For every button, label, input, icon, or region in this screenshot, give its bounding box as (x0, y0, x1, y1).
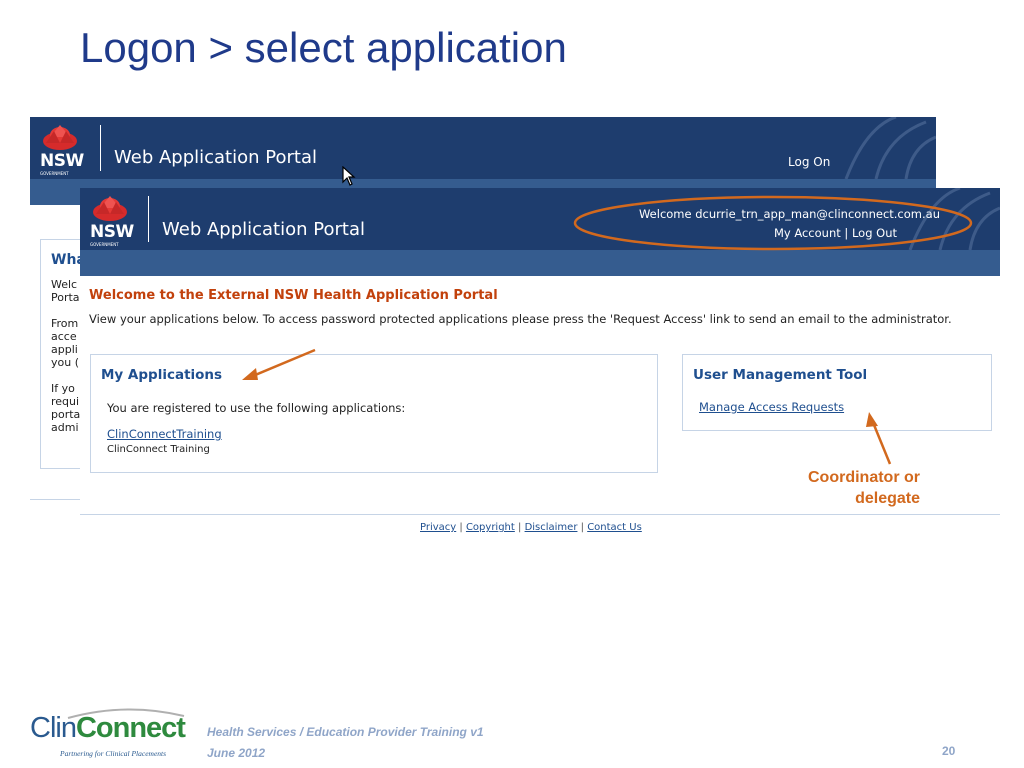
back-panel-line: If yo (51, 382, 75, 395)
slide-title: Logon > select application (80, 24, 567, 71)
user-management-heading: User Management Tool (693, 367, 868, 383)
logo-clin-text: Clin (30, 712, 77, 744)
user-management-panel: User Management Tool Manage Access Reque… (682, 354, 992, 431)
contact-us-link[interactable]: Contact Us (587, 522, 642, 533)
manage-access-requests-link[interactable]: Manage Access Requests (699, 400, 845, 414)
clinconnect-training-link[interactable]: ClinConnectTraining (107, 427, 222, 441)
front-nav-stripe (80, 250, 1000, 276)
log-on-link[interactable]: Log On (788, 155, 831, 169)
coordinator-annotation: Coordinator or delegate (760, 467, 920, 509)
nsw-logo-sub: GOVERNMENT (40, 171, 69, 176)
logo-separator (148, 196, 149, 242)
link-separator: | (844, 226, 849, 240)
coordinator-annotation-line2: delegate (855, 490, 920, 507)
waratah-icon (93, 196, 127, 221)
back-portal-title: Web Application Portal (114, 147, 317, 168)
page-description: View your applications below. To access … (89, 312, 952, 326)
logo-connect-text: Connect (75, 712, 186, 744)
clinconnect-swoosh-icon (67, 708, 185, 719)
back-panel-line: appli (51, 343, 78, 356)
privacy-link[interactable]: Privacy (420, 522, 457, 533)
course-title: Health Services / Education Provider Tra… (207, 725, 484, 739)
back-panel-line: porta (51, 408, 81, 421)
back-panel-heading: Wha (51, 252, 86, 268)
clinconnect-logo: ClinConnect (30, 712, 186, 745)
disclaimer-link[interactable]: Disclaimer (524, 522, 578, 533)
back-panel-line: admi (51, 421, 79, 434)
coordinator-annotation-line1: Coordinator or (808, 469, 920, 486)
logo-separator (100, 125, 101, 171)
front-portal-title: Web Application Portal (162, 219, 365, 240)
nsw-logo-text: NSW (40, 151, 84, 171)
waratah-icon (43, 125, 77, 150)
mouse-cursor-icon (342, 166, 356, 186)
account-links: My Account | Log Out (774, 226, 897, 240)
page-number: 20 (942, 744, 956, 758)
back-panel-line: From (51, 317, 79, 330)
front-portal-header: NSW GOVERNMENT Web Application Portal We… (80, 188, 1000, 250)
back-portal-header: NSW GOVERNMENT Web Application Portal Lo… (30, 117, 936, 179)
logo-tagline: Partnering for Clinical Placements (60, 749, 167, 758)
footer-links: Privacy | Copyright | Disclaimer | Conta… (420, 522, 642, 533)
my-account-link[interactable]: My Account (773, 226, 841, 240)
page-heading: Welcome to the External NSW Health Appli… (89, 288, 498, 303)
back-panel-line: acce (51, 330, 77, 343)
back-panel-line: Welc (51, 278, 78, 291)
back-footer-divider (30, 499, 90, 500)
my-applications-intro: You are registered to use the following … (107, 401, 406, 415)
my-applications-panel: My Applications You are registered to us… (90, 354, 658, 473)
back-panel-line: you ( (51, 356, 79, 369)
back-panel-line: Porta (51, 291, 80, 304)
nsw-logo-sub: GOVERNMENT (90, 242, 119, 247)
back-panel-line: requi (51, 395, 80, 408)
course-date: June 2012 (207, 746, 266, 760)
my-applications-heading: My Applications (101, 367, 223, 383)
app-description: ClinConnect Training (107, 444, 210, 455)
nsw-logo-text: NSW (90, 222, 134, 242)
decorative-petals-icon (844, 117, 936, 179)
copyright-link[interactable]: Copyright (465, 522, 515, 533)
footer-divider (80, 514, 1000, 515)
decorative-petals-icon (908, 188, 1000, 250)
